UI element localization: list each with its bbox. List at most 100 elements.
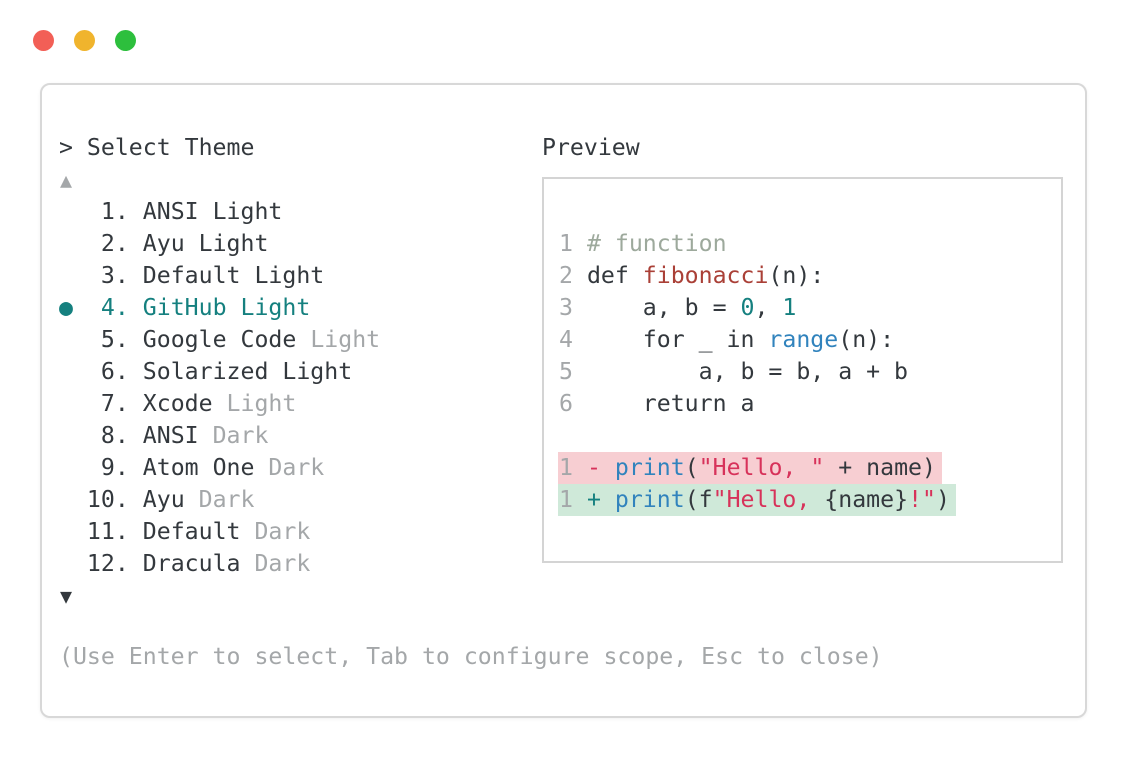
theme-variant-tag: Light: [240, 294, 311, 321]
theme-variant-tag: Light: [198, 230, 269, 257]
theme-variant-tag: Light: [254, 262, 325, 289]
theme-variant-tag: Dark: [198, 486, 255, 513]
code-token: [601, 454, 615, 481]
window-controls: [33, 30, 136, 51]
theme-number: 3.: [72, 262, 143, 289]
code-token: ): [935, 486, 950, 513]
code-token: (n):: [838, 326, 895, 353]
code-token: for _ in: [586, 326, 769, 353]
marker-space: [59, 422, 73, 449]
help-text: (Use Enter to select, Tab to configure s…: [59, 643, 883, 670]
theme-number: 5.: [72, 326, 143, 353]
code-token: [573, 230, 587, 257]
code-token: {name}: [824, 486, 909, 513]
code-token: # function: [586, 230, 727, 257]
theme-name: Ayu: [142, 486, 199, 513]
code-token: print: [614, 486, 685, 513]
theme-option-ansi-dark[interactable]: 8. ANSI Dark: [59, 420, 542, 452]
theme-option-ayu-dark[interactable]: 10. Ayu Dark: [59, 484, 542, 516]
theme-variant-tag: Dark: [212, 422, 269, 449]
code-token: [573, 294, 587, 321]
code-token: (n):: [768, 262, 825, 289]
marker-space: [59, 358, 73, 385]
theme-number: 2.: [72, 230, 143, 257]
theme-option-dracula-dark[interactable]: 12. Dracula Dark: [59, 548, 542, 580]
theme-option-ansi-light[interactable]: 1. ANSI Light: [59, 196, 542, 228]
code-token: def: [586, 262, 643, 289]
theme-option-github-light[interactable]: ● 4. GitHub Light: [59, 292, 542, 324]
code-token: [573, 262, 587, 289]
code-token: range: [768, 326, 839, 353]
theme-number: 6.: [72, 358, 143, 385]
theme-variant-tag: Light: [212, 198, 283, 225]
code-token: 5: [559, 358, 573, 385]
code-token: [573, 390, 587, 417]
theme-number: 1.: [72, 198, 143, 225]
code-line: 4 for _ in range(n):: [559, 324, 1061, 356]
code-line: [559, 420, 1061, 452]
scroll-down-indicator-icon[interactable]: ▼: [60, 584, 73, 608]
select-theme-prompt: > Select Theme: [59, 134, 255, 161]
theme-name: Solarized: [142, 358, 283, 385]
code-token: return a: [586, 390, 755, 417]
code-token: !": [908, 486, 936, 513]
theme-number: 10.: [72, 486, 143, 513]
marker-space: [59, 390, 73, 417]
code-line: 3 a, b = 0, 1: [559, 292, 1061, 324]
code-token: a, b = b, a + b: [586, 358, 909, 385]
theme-option-solarized-light[interactable]: 6. Solarized Light: [59, 356, 542, 388]
scroll-up-indicator-icon[interactable]: ▲: [60, 168, 73, 192]
code-token: 3: [559, 294, 573, 321]
code-token: fibonacci: [642, 262, 769, 289]
marker-space: [59, 518, 73, 545]
code-token: [573, 454, 587, 481]
theme-number: 8.: [72, 422, 143, 449]
code-token: 2: [559, 262, 573, 289]
theme-variant-tag: Dark: [268, 454, 325, 481]
code-token: + name): [824, 454, 936, 481]
preview-title: Preview: [542, 134, 640, 161]
code-token: [601, 486, 615, 513]
theme-variant-tag: Dark: [254, 550, 311, 577]
theme-option-atom-one-dark[interactable]: 9. Atom One Dark: [59, 452, 542, 484]
code-token: print: [614, 454, 685, 481]
diff-highlight: 1 - print("Hello, " + name): [558, 452, 942, 484]
window-minimize-button[interactable]: [74, 30, 95, 51]
marker-space: [59, 486, 73, 513]
theme-name: GitHub: [142, 294, 241, 321]
theme-option-ayu-light[interactable]: 2. Ayu Light: [59, 228, 542, 260]
theme-number: 12.: [72, 550, 143, 577]
code-token: 6: [559, 390, 573, 417]
code-token: +: [586, 486, 601, 513]
selected-bullet-icon: ●: [59, 294, 73, 321]
window-zoom-button[interactable]: [115, 30, 136, 51]
window-close-button[interactable]: [33, 30, 54, 51]
code-line: 2 def fibonacci(n):: [559, 260, 1061, 292]
code-token: "Hello,: [712, 486, 825, 513]
theme-name: Default: [142, 262, 255, 289]
code-token: 4: [559, 326, 573, 353]
theme-name: Xcode: [142, 390, 227, 417]
theme-list: 1. ANSI Light 2. Ayu Light 3. Default Li…: [59, 196, 542, 580]
marker-space: [59, 262, 73, 289]
theme-name: ANSI: [142, 422, 213, 449]
theme-name: Google Code: [142, 326, 311, 353]
theme-number: 11.: [72, 518, 143, 545]
theme-option-default-light[interactable]: 3. Default Light: [59, 260, 542, 292]
theme-variant-tag: Light: [310, 326, 381, 353]
code-token: "Hello, ": [698, 454, 825, 481]
code-token: 1: [782, 294, 797, 321]
code-token: -: [586, 454, 601, 481]
picker-columns: > Select Theme ▲ 1. ANSI Light 2. Ayu Li…: [59, 132, 1063, 612]
diff-removed-line: 1 - print("Hello, " + name): [558, 452, 1061, 484]
theme-list-column: > Select Theme ▲ 1. ANSI Light 2. Ayu Li…: [59, 132, 542, 612]
theme-option-google-code-light[interactable]: 5. Google Code Light: [59, 324, 542, 356]
theme-name: Atom One: [142, 454, 269, 481]
theme-option-xcode-light[interactable]: 7. Xcode Light: [59, 388, 542, 420]
diff-added-line: 1 + print(f"Hello, {name}!"): [558, 484, 1061, 516]
code-token: 1: [559, 454, 573, 481]
theme-option-default-dark[interactable]: 11. Default Dark: [59, 516, 542, 548]
